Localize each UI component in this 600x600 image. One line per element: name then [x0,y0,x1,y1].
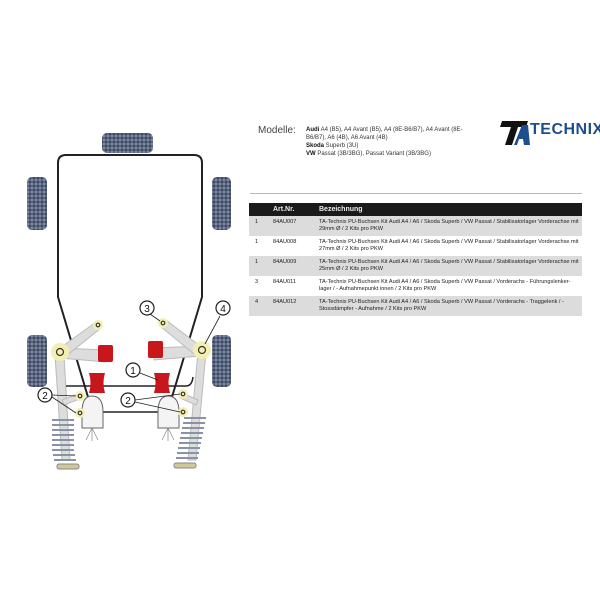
model-vw: VW Passat (3B/3BG), Passat Variant (3B/3… [306,150,464,158]
table-row: 1 84AU007 TA-Technix PU-Buchsen Kit Audi… [249,216,582,236]
callout-2: 2 [125,396,131,407]
brand: VW [306,151,316,157]
brand: Skoda [306,143,325,149]
parts-table: Art.Nr. Bezeichnung 1 84AU007 TA-Technix… [249,203,582,316]
car-body-outline [57,154,203,398]
tire-front-left [27,177,47,230]
model-audi: Audi A4 (B5), A4 Avant (B5), A4 (8E-B6/B… [306,126,464,142]
table-row: 1 84AU009 TA-Technix PU-Buchsen Kit Audi… [249,256,582,276]
callout-4: 4 [220,304,226,315]
art-nr: 84AU012 [271,296,317,316]
col-art-nr: Art.Nr. [271,203,317,216]
callout-3: 3 [144,304,150,315]
stabilizer-bushing-right [154,373,170,393]
bushing-2 [178,407,188,417]
red-bushing-upper-right [148,341,163,358]
pos: 3 [255,279,259,285]
description: TA-Technix PU-Buchsen Kit Audi A4 / A6 /… [317,216,582,236]
bushing-2 [75,391,85,401]
pos: 1 [255,239,259,245]
col-bezeichnung: Bezeichnung [317,203,582,216]
model-text: Passat (3B/3BG), Passat Variant (3B/3BG) [315,151,431,157]
spring-right [176,417,206,459]
ta-technix-logo [500,121,530,145]
table-row: 3 84AU011 TA-Technix PU-Buchsen Kit Audi… [249,276,582,296]
bushing-3-left [93,320,103,330]
logo-text: TECHNIX [530,121,600,138]
model-text: A4 (B5), A4 Avant (B5), A4 (8E-B6/B7), A… [306,127,463,141]
art-nr: 84AU008 [273,239,297,245]
art-nr: 84AU011 [273,279,296,285]
pos: 1 [249,216,271,236]
stabilizer-bushing-left [89,373,105,393]
spring-left [52,419,76,461]
bushing-2 [178,389,188,399]
red-bushing-upper-left [98,345,113,362]
pos: 4 [249,296,271,316]
tire-rear-right [212,335,231,387]
suspension-diagram: 1 2 2 3 4 [27,133,231,470]
model-text: Superb (3U) [324,143,359,149]
modelle-label: Modelle: [258,125,296,136]
model-list: Audi A4 (B5), A4 Avant (B5), A4 (8E-B6/B… [306,126,464,158]
table-row: 1 84AU008 TA-Technix PU-Buchsen Kit Audi… [249,236,582,256]
callout-1: 1 [130,366,136,377]
knuckle-right [157,395,180,429]
art-nr: 84AU007 [271,216,317,236]
tire-rear-left [27,335,47,387]
bushing-4-right [193,341,211,359]
stabilizer-bar [66,376,194,387]
description: TA-Technix PU-Buchsen Kit Audi A4 / A6 /… [317,296,582,316]
col-pos [249,203,271,216]
callout-2: 2 [42,391,48,402]
divider [250,193,582,194]
tire-front-right [212,177,231,230]
art-nr: 84AU009 [271,256,317,276]
description: TA-Technix PU-Buchsen Kit Audi A4 / A6 /… [317,256,582,276]
knuckle-left [81,395,104,429]
description: TA-Technix PU-Buchsen Kit Audi A4 / A6 /… [319,279,571,292]
tire-top [102,133,153,153]
model-skoda: Skoda Superb (3U) [306,142,464,150]
description: TA-Technix PU-Buchsen Kit Audi A4 / A6 /… [319,239,579,252]
pos: 1 [249,256,271,276]
bushing-2 [75,408,85,418]
table-row: 4 84AU012 TA-Technix PU-Buchsen Kit Audi… [249,296,582,316]
brand: Audi [306,127,320,133]
bushing-4-left [51,343,69,361]
bushing-3-right [158,318,168,328]
